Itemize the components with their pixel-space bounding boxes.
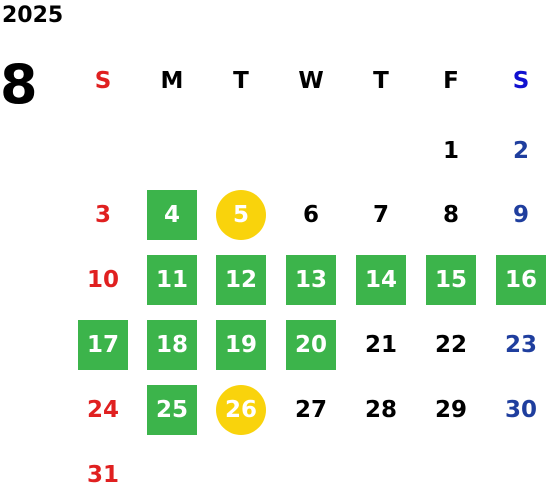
day-cell-3[interactable]: 3 xyxy=(94,202,111,228)
weekday-header-mon: M xyxy=(160,68,184,94)
day-cell-9[interactable]: 9 xyxy=(512,202,529,228)
day-cell-29[interactable]: 29 xyxy=(434,397,467,423)
day-cell-6[interactable]: 6 xyxy=(302,202,319,228)
day-cell-13[interactable]: 13 xyxy=(286,255,336,305)
weekday-header-tue: T xyxy=(233,68,249,94)
day-cell-19[interactable]: 19 xyxy=(216,320,266,370)
day-cell-21[interactable]: 21 xyxy=(364,332,397,358)
day-cell-8[interactable]: 8 xyxy=(442,202,459,228)
weekday-header-wed: W xyxy=(298,68,324,94)
day-cell-2[interactable]: 2 xyxy=(512,138,529,164)
day-cell-31[interactable]: 31 xyxy=(86,462,119,488)
day-cell-10[interactable]: 10 xyxy=(86,267,119,293)
day-cell-23[interactable]: 23 xyxy=(504,332,537,358)
day-cell-18[interactable]: 18 xyxy=(147,320,197,370)
day-cell-17[interactable]: 17 xyxy=(78,320,128,370)
day-cell-5[interactable]: 5 xyxy=(216,190,266,240)
year-label: 2025 xyxy=(2,3,64,28)
day-cell-22[interactable]: 22 xyxy=(434,332,467,358)
day-cell-4[interactable]: 4 xyxy=(147,190,197,240)
day-cell-30[interactable]: 30 xyxy=(504,397,537,423)
weekday-header-sat: S xyxy=(512,68,530,94)
day-cell-1[interactable]: 1 xyxy=(442,138,459,164)
day-cell-7[interactable]: 7 xyxy=(372,202,389,228)
day-cell-27[interactable]: 27 xyxy=(294,397,327,423)
day-cell-26[interactable]: 26 xyxy=(216,385,266,435)
day-cell-12[interactable]: 12 xyxy=(216,255,266,305)
weekday-header-thu: T xyxy=(373,68,389,94)
day-cell-11[interactable]: 11 xyxy=(147,255,197,305)
weekday-header-sun: S xyxy=(94,68,112,94)
day-cell-20[interactable]: 20 xyxy=(286,320,336,370)
day-cell-28[interactable]: 28 xyxy=(364,397,397,423)
weekday-header-fri: F xyxy=(443,68,459,94)
day-cell-16[interactable]: 16 xyxy=(496,255,546,305)
day-cell-14[interactable]: 14 xyxy=(356,255,406,305)
day-cell-24[interactable]: 24 xyxy=(86,397,119,423)
day-cell-25[interactable]: 25 xyxy=(147,385,197,435)
day-cell-15[interactable]: 15 xyxy=(426,255,476,305)
month-number: 8 xyxy=(0,53,38,116)
